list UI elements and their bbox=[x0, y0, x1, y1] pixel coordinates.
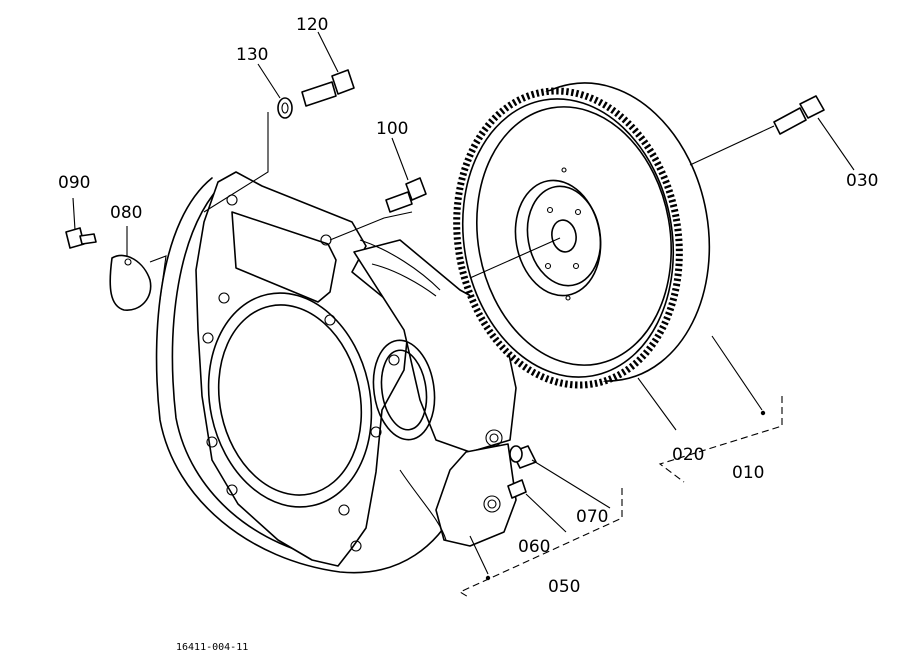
washer-130 bbox=[277, 97, 293, 119]
label-050: 050 bbox=[548, 577, 580, 597]
label-100: 100 bbox=[376, 119, 408, 139]
label-130: 130 bbox=[236, 45, 268, 65]
label-010: 010 bbox=[732, 463, 764, 483]
flywheel-bolt bbox=[773, 95, 825, 135]
label-020: 020 bbox=[672, 445, 704, 465]
label-090: 090 bbox=[58, 173, 90, 193]
label-030: 030 bbox=[846, 171, 878, 191]
cover-plate-080 bbox=[109, 254, 152, 311]
ring-gear bbox=[453, 87, 683, 389]
drawing-code: 16411-004-11 bbox=[176, 642, 248, 653]
leader-lines bbox=[72, 31, 855, 575]
bracket-010 bbox=[658, 396, 783, 483]
bracket-050 bbox=[458, 488, 623, 599]
label-070: 070 bbox=[576, 507, 608, 527]
label-120: 120 bbox=[296, 15, 328, 35]
label-080: 080 bbox=[110, 203, 142, 223]
dowel-pin-060 bbox=[507, 479, 527, 499]
label-060: 060 bbox=[518, 537, 550, 557]
flywheel bbox=[453, 82, 711, 389]
bolt-090 bbox=[65, 227, 97, 249]
housing-bolt-100 bbox=[385, 177, 427, 213]
plug-070 bbox=[509, 445, 537, 469]
dot-010 bbox=[760, 410, 766, 416]
callout-labels: 120 130 100 090 080 030 020 010 070 060 … bbox=[58, 15, 878, 597]
housing-bolt-120 bbox=[301, 69, 355, 107]
flywheel-housing bbox=[155, 171, 517, 574]
